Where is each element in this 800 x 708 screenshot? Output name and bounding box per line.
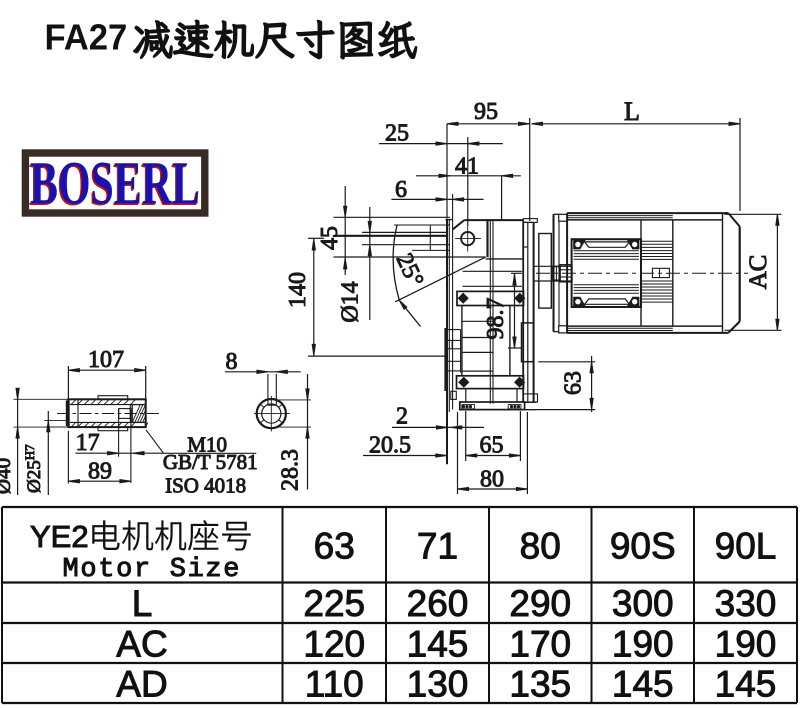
svg-text:FA27: FA27 bbox=[45, 17, 128, 58]
svg-text:2: 2 bbox=[396, 404, 408, 430]
svg-text:GB/T 5781: GB/T 5781 bbox=[163, 450, 258, 474]
svg-text:Motor Size: Motor Size bbox=[63, 555, 240, 585]
svg-text:63: 63 bbox=[314, 526, 355, 567]
svg-text:65: 65 bbox=[480, 433, 504, 459]
svg-text:17: 17 bbox=[76, 430, 100, 456]
svg-text:M10: M10 bbox=[187, 432, 227, 456]
svg-text:28.3: 28.3 bbox=[278, 449, 304, 491]
svg-text:80: 80 bbox=[520, 526, 561, 567]
svg-text:BOSERL: BOSERL bbox=[30, 151, 200, 218]
svg-text:AD: AD bbox=[116, 664, 167, 705]
svg-text:120: 120 bbox=[303, 624, 365, 665]
svg-text:145: 145 bbox=[612, 664, 674, 705]
svg-text:330: 330 bbox=[715, 583, 777, 624]
svg-text:95: 95 bbox=[474, 99, 498, 125]
svg-text:145: 145 bbox=[407, 624, 469, 665]
svg-text:107: 107 bbox=[88, 347, 124, 373]
svg-text:Ø14: Ø14 bbox=[338, 281, 364, 322]
svg-text:20.5: 20.5 bbox=[369, 433, 411, 459]
svg-text:290: 290 bbox=[509, 583, 571, 624]
svg-text:YE2: YE2 bbox=[30, 519, 89, 554]
svg-text:225: 225 bbox=[303, 583, 365, 624]
svg-text:41: 41 bbox=[455, 154, 479, 180]
svg-text:190: 190 bbox=[612, 624, 674, 665]
svg-text:135: 135 bbox=[509, 664, 571, 705]
svg-text:130: 130 bbox=[407, 664, 469, 705]
svg-text:Ø40: Ø40 bbox=[0, 458, 15, 494]
svg-text:BOSERL: BOSERL bbox=[29, 152, 199, 219]
svg-text:90S: 90S bbox=[610, 526, 676, 567]
svg-text:300: 300 bbox=[612, 583, 674, 624]
svg-text:AC: AC bbox=[745, 255, 772, 290]
svg-text:145: 145 bbox=[715, 664, 777, 705]
svg-text:260: 260 bbox=[407, 583, 469, 624]
svg-text:ISO 4018: ISO 4018 bbox=[165, 474, 246, 498]
svg-text:L: L bbox=[624, 97, 640, 126]
svg-text:140: 140 bbox=[285, 272, 311, 308]
svg-text:90L: 90L bbox=[715, 526, 777, 567]
svg-text:98.7: 98.7 bbox=[483, 298, 509, 340]
svg-text:89: 89 bbox=[88, 459, 112, 485]
svg-text:6: 6 bbox=[395, 177, 407, 203]
svg-text:190: 190 bbox=[715, 624, 777, 665]
svg-text:63: 63 bbox=[561, 371, 587, 395]
svg-text:L: L bbox=[132, 583, 153, 624]
svg-text:25: 25 bbox=[385, 121, 409, 147]
svg-text:71: 71 bbox=[417, 526, 458, 567]
svg-text:170: 170 bbox=[509, 624, 571, 665]
svg-text:8: 8 bbox=[226, 349, 238, 375]
svg-text:110: 110 bbox=[305, 664, 364, 705]
svg-text:AC: AC bbox=[116, 624, 167, 665]
